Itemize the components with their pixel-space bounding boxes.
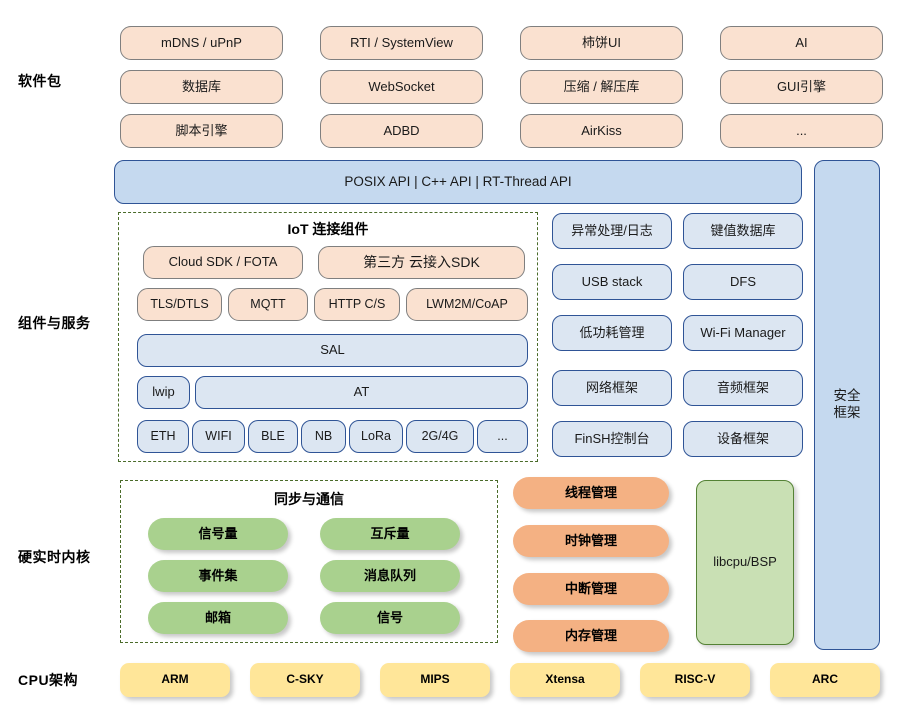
libcpu-bsp-box[interactable]: libcpu/BSP: [696, 480, 794, 645]
kernel-sync-box[interactable]: 事件集: [148, 560, 288, 592]
at-box[interactable]: AT: [195, 376, 528, 409]
link-box[interactable]: LoRa: [349, 420, 403, 453]
service-box[interactable]: 异常处理/日志: [552, 213, 672, 249]
package-box[interactable]: 脚本引擎: [120, 114, 283, 148]
cpu-arch-box[interactable]: MIPS: [380, 663, 490, 697]
iot-group-frame: [118, 212, 538, 462]
sync-group-frame: [120, 480, 498, 643]
iot-protocol-box[interactable]: HTTP C/S: [314, 288, 400, 321]
link-box[interactable]: ...: [477, 420, 528, 453]
service-box[interactable]: Wi-Fi Manager: [683, 315, 803, 351]
package-box[interactable]: 数据库: [120, 70, 283, 104]
iot-cloud-box[interactable]: Cloud SDK / FOTA: [143, 246, 303, 279]
kernel-manager-box[interactable]: 中断管理: [513, 573, 669, 605]
cpu-arch-box[interactable]: RISC-V: [640, 663, 750, 697]
service-box[interactable]: DFS: [683, 264, 803, 300]
service-box[interactable]: FinSH控制台: [552, 421, 672, 457]
kernel-sync-box[interactable]: 消息队列: [320, 560, 460, 592]
side-label-cpu: CPU架构: [18, 672, 79, 688]
side-label-components: 组件与服务: [18, 315, 91, 331]
package-box[interactable]: AI: [720, 26, 883, 60]
kernel-sync-box[interactable]: 邮箱: [148, 602, 288, 634]
cpu-arch-box[interactable]: C-SKY: [250, 663, 360, 697]
link-box[interactable]: BLE: [248, 420, 298, 453]
cpu-arch-box[interactable]: ARC: [770, 663, 880, 697]
package-box[interactable]: mDNS / uPnP: [120, 26, 283, 60]
kernel-sync-box[interactable]: 互斥量: [320, 518, 460, 550]
kernel-manager-box[interactable]: 线程管理: [513, 477, 669, 509]
package-box[interactable]: ADBD: [320, 114, 483, 148]
package-box[interactable]: 柿饼UI: [520, 26, 683, 60]
kernel-manager-box[interactable]: 内存管理: [513, 620, 669, 652]
cpu-arch-box[interactable]: Xtensa: [510, 663, 620, 697]
kernel-sync-box[interactable]: 信号: [320, 602, 460, 634]
service-box[interactable]: 网络框架: [552, 370, 672, 406]
service-box[interactable]: 键值数据库: [683, 213, 803, 249]
side-label-packages: 软件包: [18, 73, 62, 89]
cpu-arch-box[interactable]: ARM: [120, 663, 230, 697]
link-box[interactable]: NB: [301, 420, 346, 453]
iot-protocol-box[interactable]: LWM2M/CoAP: [406, 288, 528, 321]
sal-box[interactable]: SAL: [137, 334, 528, 367]
kernel-manager-box[interactable]: 时钟管理: [513, 525, 669, 557]
package-box[interactable]: AirKiss: [520, 114, 683, 148]
iot-protocol-box[interactable]: TLS/DTLS: [137, 288, 222, 321]
api-bar[interactable]: POSIX API | C++ API | RT-Thread API: [114, 160, 802, 204]
iot-cloud-box[interactable]: 第三方 云接入SDK: [318, 246, 525, 279]
package-box[interactable]: WebSocket: [320, 70, 483, 104]
lwip-box[interactable]: lwip: [137, 376, 190, 409]
link-box[interactable]: WIFI: [192, 420, 245, 453]
link-box[interactable]: ETH: [137, 420, 189, 453]
service-box[interactable]: 设备框架: [683, 421, 803, 457]
iot-protocol-box[interactable]: MQTT: [228, 288, 308, 321]
security-framework-box[interactable]: 安全 框架: [814, 160, 880, 650]
service-box[interactable]: 音频框架: [683, 370, 803, 406]
service-box[interactable]: 低功耗管理: [552, 315, 672, 351]
kernel-sync-box[interactable]: 信号量: [148, 518, 288, 550]
link-box[interactable]: 2G/4G: [406, 420, 474, 453]
iot-group-title: IoT 连接组件: [287, 221, 369, 237]
service-box[interactable]: USB stack: [552, 264, 672, 300]
side-label-kernel: 硬实时内核: [18, 549, 91, 565]
sync-group-title: 同步与通信: [274, 491, 344, 507]
package-box[interactable]: 压缩 / 解压库: [520, 70, 683, 104]
package-box[interactable]: GUI引擎: [720, 70, 883, 104]
package-box[interactable]: ...: [720, 114, 883, 148]
package-box[interactable]: RTI / SystemView: [320, 26, 483, 60]
